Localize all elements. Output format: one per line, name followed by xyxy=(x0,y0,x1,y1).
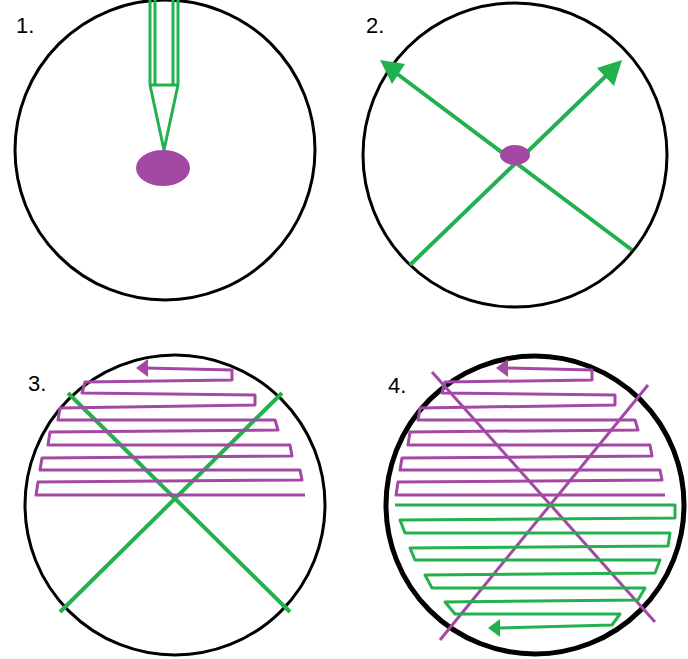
spread-line xyxy=(68,393,290,612)
petri-dish xyxy=(15,0,315,300)
arrowhead xyxy=(488,619,500,637)
step-number: 2. xyxy=(364,14,386,38)
spread-line xyxy=(432,372,655,622)
petri-dish xyxy=(25,355,325,655)
petri-dish xyxy=(363,3,667,307)
spread-line xyxy=(410,72,610,265)
step-number: 4. xyxy=(386,374,408,398)
arrowhead xyxy=(136,359,148,377)
arrowhead xyxy=(496,359,508,377)
step-number: 1. xyxy=(14,14,36,38)
arrowhead xyxy=(380,60,405,84)
spread-line xyxy=(60,393,282,612)
pipette xyxy=(150,0,178,150)
spread-line xyxy=(392,70,632,250)
petri-dish xyxy=(386,356,684,654)
inoculum-drop xyxy=(136,150,190,186)
streak-zigzag xyxy=(36,368,305,495)
streak-zigzag xyxy=(396,368,665,495)
arrowhead xyxy=(597,60,622,86)
inoculum-drop xyxy=(500,145,530,165)
step-number: 3. xyxy=(26,372,48,396)
streak-zigzag xyxy=(395,505,675,628)
